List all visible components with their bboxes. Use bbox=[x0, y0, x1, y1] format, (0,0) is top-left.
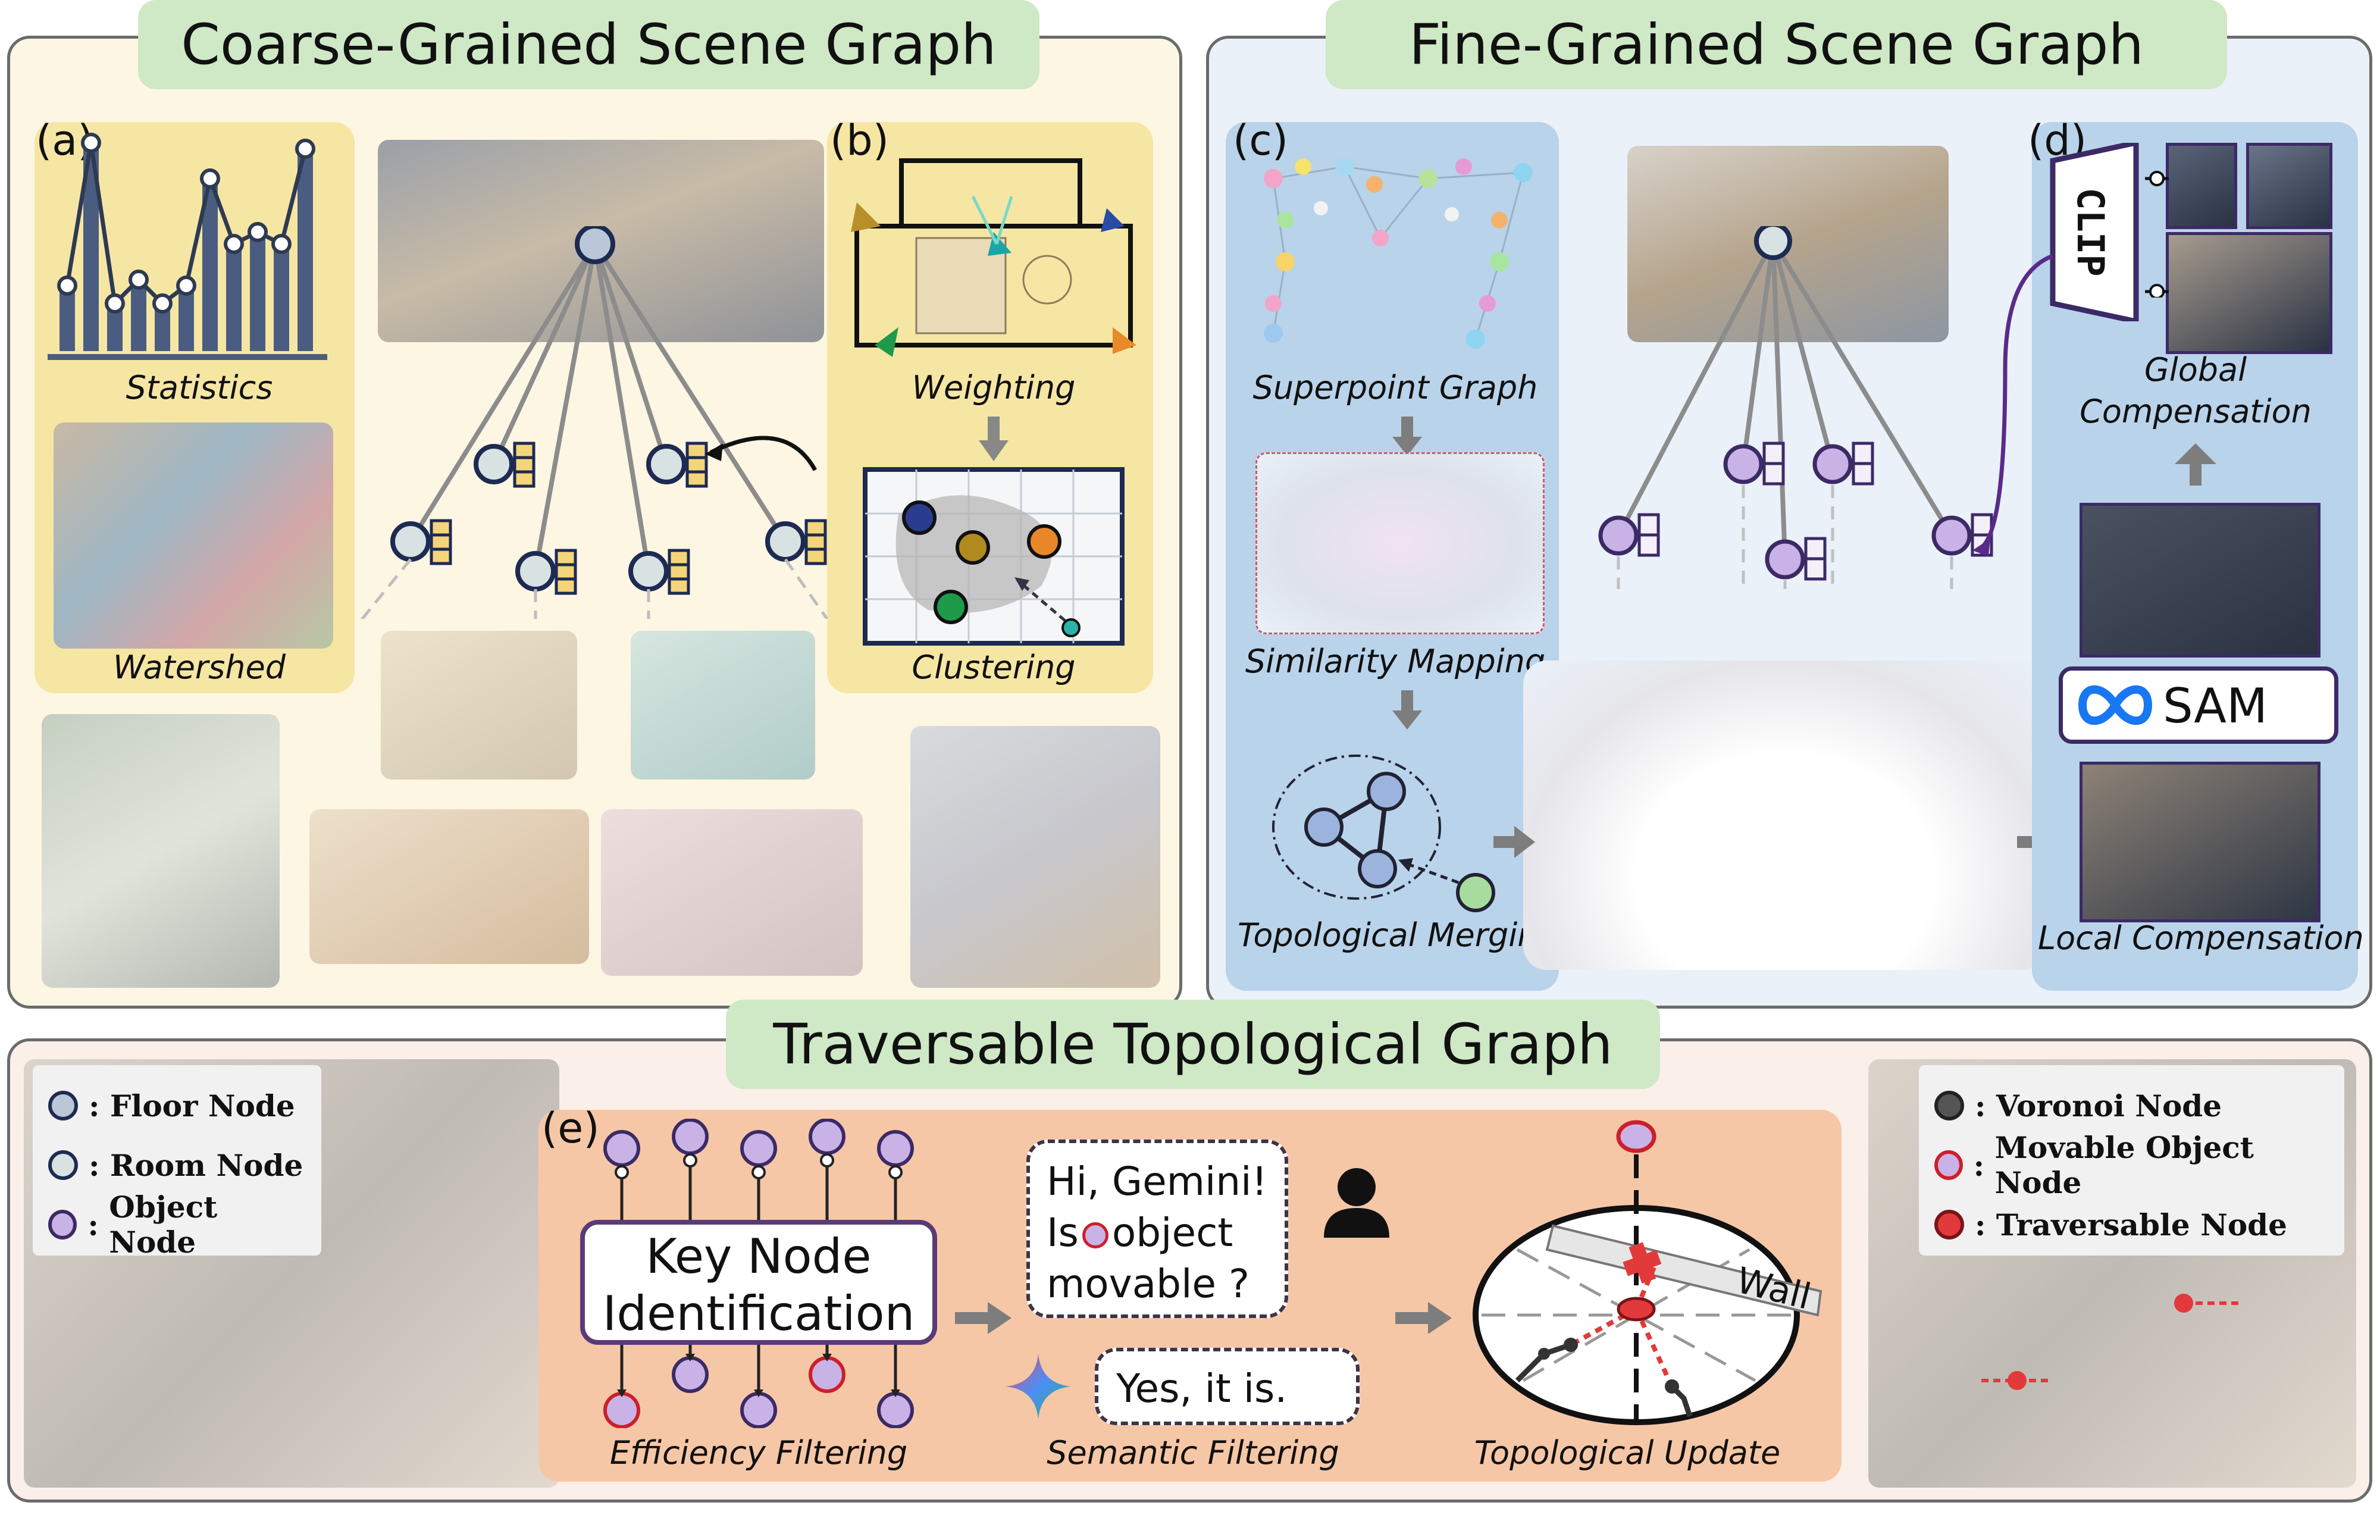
traversable-node-icon bbox=[1934, 1210, 1964, 1239]
movable-object-node-icon bbox=[1934, 1150, 1963, 1180]
answer-bubble: Yes, it is. bbox=[1095, 1348, 1360, 1425]
global-up-arrow bbox=[2175, 443, 2216, 486]
topological-update-diagram: Wall bbox=[1473, 1120, 1822, 1425]
room-image-3 bbox=[309, 809, 589, 964]
sam-label: SAM bbox=[2163, 678, 2268, 734]
efficiency-to-semantic-arrow bbox=[955, 1302, 1012, 1334]
caption-superpoint-graph: Superpoint Graph bbox=[1252, 369, 1538, 406]
legend-voronoi-node: : Voronoi Node bbox=[1934, 1076, 2329, 1135]
caption-topological-update: Topological Update bbox=[1474, 1434, 1781, 1472]
clustering-grid bbox=[863, 467, 1125, 646]
global-to-node-link bbox=[1972, 253, 2054, 556]
caption-semantic-filtering: Semantic Filtering bbox=[1047, 1434, 1339, 1472]
sam-box bbox=[2059, 666, 2338, 744]
coarse-graph bbox=[360, 226, 829, 619]
superpoint-graph-image bbox=[1264, 157, 1533, 349]
caption-global: Global bbox=[2144, 351, 2247, 389]
room-node-icon bbox=[48, 1150, 78, 1180]
global-view-3 bbox=[2166, 232, 2332, 354]
local-view-image bbox=[2080, 762, 2320, 922]
caption-similarity-mapping: Similarity Mapping bbox=[1245, 643, 1546, 680]
weighting-floorplan bbox=[851, 158, 1136, 357]
coarse-title: Coarse-Grained Scene Graph bbox=[138, 0, 1039, 89]
legend-right: : Voronoi Node : Movable Object Node : T… bbox=[1919, 1065, 2344, 1256]
topological-merging-graph bbox=[1272, 755, 1495, 912]
tag-e: (e) bbox=[541, 1104, 600, 1153]
local-crop-image bbox=[2080, 503, 2320, 658]
key-node-line-2: Identification bbox=[602, 1286, 915, 1341]
meta-logo-icon bbox=[2078, 685, 2153, 725]
caption-weighting: Weighting bbox=[912, 369, 1076, 406]
floor-node-icon bbox=[48, 1091, 78, 1120]
voronoi-node-icon bbox=[1934, 1091, 1964, 1120]
object-node-icon bbox=[48, 1210, 77, 1239]
caption-statistics: Statistics bbox=[126, 369, 273, 406]
legend-traversable-node: : Traversable Node bbox=[1934, 1195, 2329, 1254]
question-line-3: movable ? bbox=[1047, 1261, 1250, 1307]
room-image-2 bbox=[381, 631, 577, 780]
gemini-icon bbox=[1006, 1354, 1071, 1419]
traversable-path-markers bbox=[1981, 1294, 2243, 1390]
point-cloud-room-image bbox=[1523, 661, 2047, 970]
superpoint-arrow-2 bbox=[1392, 690, 1422, 730]
caption-watershed: Watershed bbox=[113, 649, 286, 686]
clip-label: CLIP bbox=[2069, 187, 2112, 277]
object-node-inline-icon bbox=[1082, 1222, 1108, 1248]
legend-room-node: : Room Node bbox=[48, 1135, 306, 1195]
global-view-1 bbox=[2166, 143, 2237, 229]
key-node-line-1: Key Node bbox=[646, 1229, 872, 1284]
room-image-6 bbox=[910, 726, 1160, 988]
superpoint-arrow-1 bbox=[1392, 417, 1422, 456]
fine-title: Fine-Grained Scene Graph bbox=[1326, 0, 2227, 89]
statistics-chart bbox=[48, 133, 327, 360]
fine-arrows bbox=[1493, 826, 2059, 858]
key-node-identification-box: Key Node Identification bbox=[580, 1220, 937, 1345]
legend-left: : Floor Node : Room Node : Object Node bbox=[33, 1065, 321, 1260]
room-image-4 bbox=[631, 631, 815, 780]
legend-movable-object-node: : Movable Object Node bbox=[1934, 1130, 2329, 1200]
global-view-2 bbox=[2246, 143, 2332, 229]
caption-local-compensation: Local Compensation bbox=[2038, 919, 2364, 957]
caption-efficiency-filtering: Efficiency Filtering bbox=[609, 1434, 908, 1472]
fine-graph bbox=[1598, 226, 1993, 589]
answer-text: Yes, it is. bbox=[1116, 1366, 1288, 1411]
legend-floor-node: : Floor Node bbox=[48, 1076, 306, 1135]
question-line-1: Hi, Gemini! bbox=[1047, 1159, 1267, 1204]
traversable-title: Traversable Topological Graph bbox=[726, 1000, 1660, 1089]
caption-clustering: Clustering bbox=[912, 649, 1076, 686]
room-image-5 bbox=[601, 809, 863, 976]
similarity-mapping-image bbox=[1255, 452, 1545, 634]
user-icon bbox=[1324, 1168, 1389, 1238]
caption-compensation: Compensation bbox=[2080, 393, 2312, 430]
caption-topological-merging: Topological Merging bbox=[1238, 916, 1558, 954]
room-image-1 bbox=[42, 714, 280, 988]
semantic-to-update-arrow bbox=[1395, 1302, 1452, 1334]
watershed-image bbox=[54, 422, 333, 649]
weighting-arrow bbox=[979, 417, 1009, 461]
legend-object-node: : Object Node bbox=[48, 1190, 306, 1260]
tag-b: (b) bbox=[830, 116, 890, 165]
clip-connectors bbox=[2145, 171, 2169, 298]
key-node-graph bbox=[603, 1119, 914, 1428]
tag-c: (c) bbox=[1233, 116, 1289, 165]
